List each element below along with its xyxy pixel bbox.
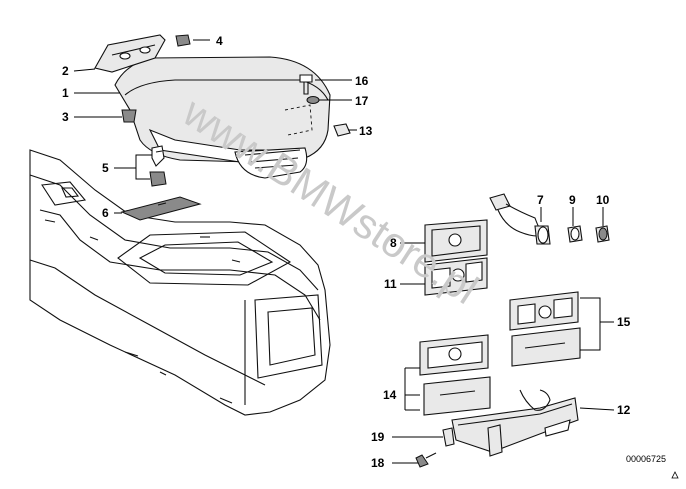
trim-strip	[94, 34, 166, 73]
armrest-lid	[114, 56, 331, 179]
clip-4	[175, 34, 191, 47]
callout-13: 13	[359, 124, 373, 138]
callout-1: 1	[62, 86, 69, 100]
socket-with-cable	[489, 193, 610, 245]
callout-11: 11	[384, 277, 397, 291]
callout-9: 9	[569, 193, 576, 207]
callout-15: 15	[617, 315, 631, 329]
panel-set-15	[509, 291, 581, 367]
callout-8: 8	[390, 236, 397, 250]
callout-4: 4	[216, 34, 223, 48]
callout-16: 16	[355, 74, 369, 88]
callout-17: 17	[355, 94, 369, 108]
reference-number: 00006725	[626, 454, 666, 464]
callout-14: 14	[383, 388, 397, 402]
callout-5: 5	[102, 161, 109, 175]
clip-and-screw	[415, 427, 455, 468]
callout-19: 19	[371, 430, 385, 444]
callout-18: 18	[371, 456, 385, 470]
screw-washer-clip	[299, 74, 351, 137]
callout-10: 10	[596, 193, 610, 207]
latch-parts	[149, 145, 167, 187]
ashtray-drawer	[451, 389, 579, 457]
warning-triangle-icon	[671, 471, 679, 479]
callout-12: 12	[617, 403, 631, 417]
callout-labels: 4 2 1 3 5 6 16 17 13 7 9 10 8 11 15 14 1…	[62, 34, 631, 470]
rubber-buffer	[121, 109, 137, 123]
callout-2: 2	[62, 64, 69, 78]
panel-set-14	[419, 334, 491, 416]
callout-6: 6	[102, 206, 109, 220]
insert-plate	[120, 196, 202, 221]
leader-lines	[73, 39, 615, 464]
callout-7: 7	[537, 193, 544, 207]
trim-panels	[424, 219, 488, 296]
callout-3: 3	[62, 110, 69, 124]
